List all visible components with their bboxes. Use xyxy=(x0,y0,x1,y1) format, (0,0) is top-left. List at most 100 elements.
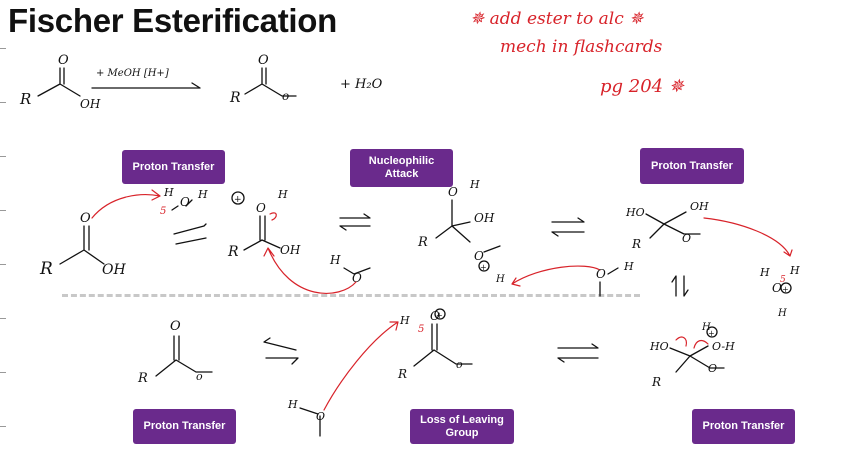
svg-text:OH: OH xyxy=(474,211,495,225)
note-line-1: ✵ add ester to alc ✵ xyxy=(470,9,645,29)
equilibrium-arrow xyxy=(173,223,207,245)
svg-text:O: O xyxy=(474,249,484,263)
o-label: O xyxy=(58,53,69,68)
hydronium-right: H H O + H 5 xyxy=(759,264,800,319)
tetrahedral-intermediate: O H OH R O + H xyxy=(417,178,505,285)
svg-text:H: H xyxy=(759,266,770,279)
svg-text:+: + xyxy=(480,263,487,272)
r-label: R xyxy=(19,90,31,108)
svg-text:R: R xyxy=(137,371,148,386)
svg-text:H: H xyxy=(329,253,341,267)
step-label-nucleophilic-attack: Nucleophilic Attack xyxy=(350,149,453,187)
svg-text:O: O xyxy=(180,195,190,209)
margin-tick xyxy=(0,264,6,265)
o-label: O xyxy=(258,53,269,68)
svg-text:O: O xyxy=(256,201,266,215)
margin-tick xyxy=(0,318,6,319)
svg-text:R: R xyxy=(417,235,428,250)
overall-reaction: R O OH + MeOH [H+] R O o + H₂O xyxy=(19,53,383,111)
ester-skeleton xyxy=(244,67,297,97)
svg-text:HO: HO xyxy=(649,340,669,353)
margin-tick xyxy=(0,210,6,211)
margin-tick xyxy=(0,372,6,373)
svg-text:O: O xyxy=(708,362,717,375)
margin-tick xyxy=(0,48,6,49)
svg-text:H: H xyxy=(623,260,634,273)
curved-arrow xyxy=(263,247,357,294)
page-title: Fischer Esterification xyxy=(8,2,338,39)
svg-text:H: H xyxy=(469,178,480,191)
row-divider xyxy=(62,294,640,297)
hydronium: H O H 5 xyxy=(160,186,208,217)
svg-text:O-H: O-H xyxy=(712,340,735,353)
handwritten-note: ✵ add ester to alc ✵ mech in flashcards … xyxy=(470,9,685,97)
svg-text:5: 5 xyxy=(780,275,786,285)
svg-text:O: O xyxy=(596,267,606,281)
svg-text:O: O xyxy=(448,185,458,199)
water-base-bottom: H O xyxy=(287,321,399,437)
svg-text:o: o xyxy=(196,370,203,383)
carboxylic-acid-skeleton xyxy=(37,67,81,97)
svg-text:OH: OH xyxy=(690,200,709,213)
margin-tick xyxy=(0,102,6,103)
svg-text:O: O xyxy=(352,271,362,285)
svg-text:H: H xyxy=(701,322,711,333)
svg-text:H: H xyxy=(197,188,208,201)
protonated-ester: H O + 5 R o xyxy=(397,308,473,381)
methanol-nucleophile: H O xyxy=(263,247,371,294)
svg-text:R: R xyxy=(651,375,661,389)
svg-text:H: H xyxy=(777,308,787,319)
svg-text:H: H xyxy=(277,188,288,201)
note-line-3: pg 204 ✵ xyxy=(600,76,685,97)
svg-text:H: H xyxy=(495,274,505,285)
svg-text:o: o xyxy=(456,358,463,371)
step-label-proton-transfer-4: Proton Transfer xyxy=(133,409,236,444)
svg-text:OH: OH xyxy=(102,262,126,278)
svg-text:HO: HO xyxy=(625,206,645,219)
equilibrium-arrow xyxy=(263,337,299,365)
margin-tick xyxy=(0,426,6,427)
protonated-carbonyl: + O H R OH xyxy=(227,188,301,260)
svg-text:O: O xyxy=(80,211,91,226)
svg-text:R: R xyxy=(631,237,641,251)
curved-arrow xyxy=(511,265,601,287)
starting-acid: R O OH xyxy=(39,189,161,279)
svg-text:H: H xyxy=(789,264,800,277)
oxonium-intermediate: HO H + O-H R O xyxy=(649,322,735,389)
reaction-arrow xyxy=(91,82,201,89)
curved-arrow xyxy=(703,217,793,257)
svg-text:H: H xyxy=(163,186,174,199)
svg-text:5: 5 xyxy=(160,206,166,217)
step-label-loss-of-leaving-group: Loss of Leaving Group xyxy=(410,409,514,444)
equilibrium-arrow xyxy=(671,275,689,297)
margin-tick xyxy=(0,156,6,157)
svg-text:+: + xyxy=(782,285,789,294)
svg-text:5: 5 xyxy=(418,324,424,335)
reagent-text: + MeOH [H+] xyxy=(96,68,169,79)
svg-text:O: O xyxy=(316,410,325,423)
r-label: R xyxy=(229,90,241,106)
o-label: o xyxy=(282,89,289,103)
oh-label: OH xyxy=(80,97,101,111)
svg-text:O: O xyxy=(682,232,691,245)
svg-text:+: + xyxy=(708,329,715,338)
final-ester: O R o xyxy=(137,319,213,386)
svg-text:R: R xyxy=(39,259,53,279)
step-label-proton-transfer-1: Proton Transfer xyxy=(122,150,225,184)
neutral-tetrahedral: HO OH R O xyxy=(625,200,793,257)
svg-text:O: O xyxy=(170,319,181,334)
water-text: + H₂O xyxy=(340,77,383,92)
svg-text:+: + xyxy=(436,311,443,320)
equilibrium-arrow xyxy=(557,343,599,363)
svg-text:OH: OH xyxy=(280,243,301,257)
note-line-2: mech in flashcards xyxy=(500,37,663,57)
equilibrium-arrow xyxy=(339,213,371,231)
curved-arrow xyxy=(91,189,161,219)
curved-arrow xyxy=(323,321,399,411)
step-label-proton-transfer-6: Proton Transfer xyxy=(692,409,795,444)
step-label-proton-transfer-2: Proton Transfer xyxy=(640,148,744,184)
svg-text:R: R xyxy=(227,244,239,260)
svg-text:R: R xyxy=(397,367,407,381)
svg-text:+: + xyxy=(234,195,242,205)
